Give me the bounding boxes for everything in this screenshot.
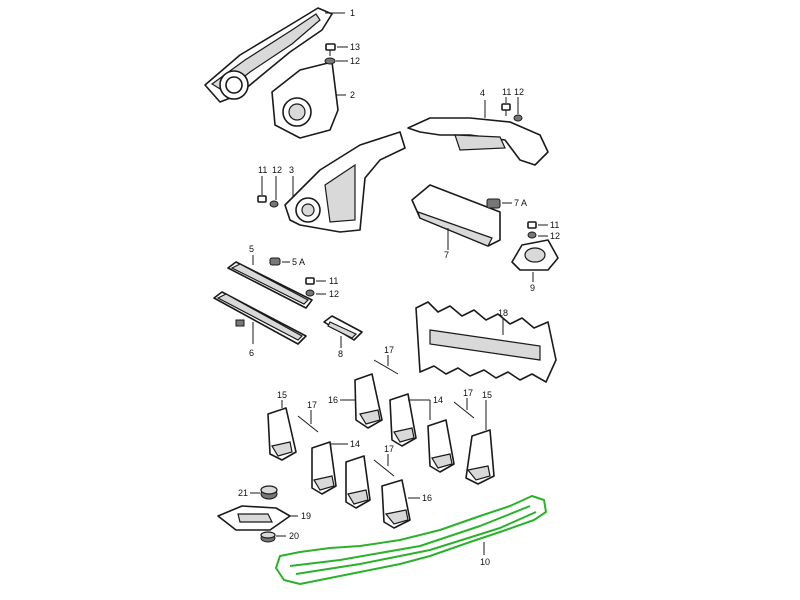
callout-11-rail: 11	[329, 276, 338, 286]
callout-12-top: 12	[350, 56, 360, 66]
callout-16a: 16	[328, 395, 338, 405]
part-21-bushing	[260, 485, 278, 500]
callout-11-part3: 11	[258, 165, 267, 175]
callout-7a: 7 A	[514, 198, 527, 208]
part-15-clip-left	[267, 407, 297, 461]
part-3-side-shroud	[284, 131, 406, 233]
part-14-clip-a	[389, 393, 417, 447]
screw-13	[325, 43, 336, 56]
callout-20: 20	[289, 531, 299, 541]
washer-12-part4	[513, 114, 523, 122]
callout-16b: 16	[422, 493, 432, 503]
part-16-clip-upper	[354, 373, 383, 429]
part-8-bracket	[323, 315, 363, 341]
callout-10: 10	[480, 557, 490, 567]
callout-11-part9: 11	[550, 220, 559, 230]
part-19-mount-bracket	[217, 505, 291, 531]
callout-12-part4: 12	[514, 87, 524, 97]
callout-4: 4	[480, 88, 485, 98]
part-9-duct	[511, 239, 559, 271]
callout-1: 1	[350, 8, 355, 18]
part-20-bushing	[260, 531, 276, 543]
callout-7: 7	[444, 250, 449, 260]
callout-17b: 17	[307, 400, 317, 410]
callout-12-rail: 12	[329, 289, 339, 299]
part-4-right-shroud	[407, 117, 549, 166]
part-16-clip-lower	[381, 479, 411, 529]
part-14-clip-c	[311, 441, 337, 495]
callout-2: 2	[350, 90, 355, 100]
screw-11-part3	[257, 195, 267, 203]
part-6-lower-rail	[213, 291, 307, 345]
part-14-clip-b	[427, 419, 455, 473]
callout-18: 18	[498, 308, 508, 318]
callout-8: 8	[338, 349, 343, 359]
callout-12-part9: 12	[550, 231, 560, 241]
part-7a-bushing	[486, 198, 501, 209]
callout-13: 13	[350, 42, 360, 52]
part-15-clip-right	[465, 429, 495, 485]
callout-21: 21	[238, 488, 248, 498]
washer-12-top	[324, 57, 336, 65]
part-7-deflector	[411, 184, 501, 247]
part-17-rod-a	[373, 359, 399, 375]
part-5-upper-rail	[227, 261, 313, 309]
part-5a-bushing	[269, 257, 281, 266]
washer-12-part3	[269, 200, 279, 208]
callout-11-part4: 11	[502, 87, 511, 97]
callout-15b: 15	[482, 390, 492, 400]
callout-5: 5	[249, 244, 254, 254]
washer-12-rail	[305, 289, 315, 297]
callout-17d: 17	[384, 444, 394, 454]
part-10-highlighted-rail	[275, 495, 547, 585]
callout-14b: 14	[350, 439, 360, 449]
part-17-rod-d	[373, 459, 395, 477]
screw-11-rail	[305, 277, 315, 285]
washer-12-part9	[527, 231, 537, 239]
part-18-heat-shield	[415, 301, 557, 383]
callout-14a: 14	[433, 395, 443, 405]
callout-6: 6	[249, 348, 254, 358]
part-14-clip-d	[345, 455, 371, 509]
callout-15a: 15	[277, 390, 287, 400]
callout-9: 9	[530, 283, 535, 293]
callout-17a: 17	[384, 345, 394, 355]
part-1-upper-shroud	[204, 7, 333, 103]
part-17-rod-b	[297, 415, 319, 433]
callout-17c: 17	[463, 388, 473, 398]
callout-19: 19	[301, 511, 311, 521]
part-2-fan-cover	[271, 61, 339, 139]
part-17-rod-c	[453, 401, 475, 419]
callout-3: 3	[289, 165, 294, 175]
callout-12-part3: 12	[272, 165, 282, 175]
screw-11-part9	[527, 221, 537, 229]
screw-11-part4	[501, 103, 511, 116]
callout-5a: 5 A	[292, 257, 305, 267]
